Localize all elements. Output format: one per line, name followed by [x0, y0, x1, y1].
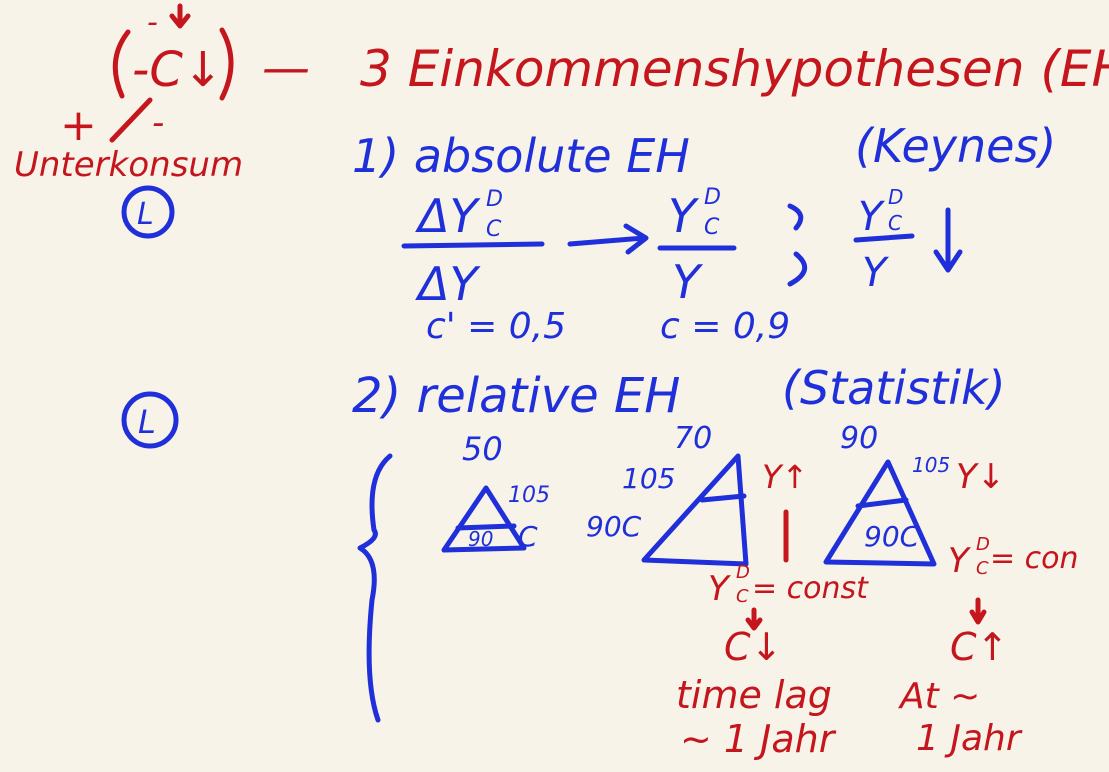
frac1-superscript: D	[486, 187, 503, 212]
section1-author: (Keynes)	[855, 119, 1056, 173]
tri2-note-jahr: ~ 1 Jahr	[680, 717, 837, 761]
connector-line	[109, 97, 153, 143]
tri3-eq-con: = con	[990, 541, 1079, 576]
c-value: c = 0,9	[660, 306, 790, 347]
tri3-top-label: 90	[840, 421, 878, 456]
c-down-label: -C↓	[132, 42, 223, 98]
tri2-y-up: Y↑	[762, 458, 808, 496]
tri2-eq-sub: C	[736, 586, 749, 607]
arrow-right-icon	[567, 223, 649, 255]
down-arrow-icon	[169, 3, 191, 29]
tri3-note-jahr: 1 Jahr	[916, 718, 1023, 759]
left-brace	[357, 453, 393, 723]
tri2-left-bottom-label: 90C	[586, 510, 642, 543]
tri3-y-down: Y↓	[956, 457, 1005, 497]
tri2-left-top-label: 105	[622, 462, 675, 495]
minus-sign: -	[152, 103, 164, 143]
tri2-eq-sup: D	[736, 562, 750, 583]
frac3-numerator: Y	[858, 194, 886, 240]
tri2-eq-const: = const	[752, 571, 869, 606]
tri3-eq-y: Y	[948, 541, 971, 581]
frac2-denominator: Y	[672, 255, 704, 309]
left-paren	[112, 29, 131, 99]
marker-circle-1	[121, 185, 175, 239]
frac3-subscript: C	[888, 211, 902, 235]
frac1-numerator: ΔY	[415, 189, 481, 243]
tri1-inner-label: 90	[468, 527, 493, 551]
c-prime-value: c' = 0,5	[426, 306, 566, 347]
frac2-superscript: D	[704, 185, 721, 210]
down-arrow-icon	[933, 207, 963, 273]
tri3-eq-sub: C	[976, 558, 989, 579]
tri2-top-label: 70	[674, 421, 712, 456]
plus-sign: +	[60, 100, 97, 151]
section1-heading: 1) absolute EH	[352, 129, 690, 183]
marker-circle-2	[121, 391, 179, 449]
frac1-subscript: C	[486, 217, 502, 242]
down-arrow-icon	[969, 597, 987, 625]
frac3-superscript: D	[888, 185, 903, 209]
frac1-denominator: ΔY	[415, 257, 481, 311]
tri1-right-label: 105	[508, 483, 550, 508]
frac1-bar	[401, 241, 545, 249]
c-down-bracket: - -C↓	[112, 3, 234, 101]
tri1-top-label: 50	[462, 430, 503, 468]
tri3-note-at: At ~	[898, 676, 980, 717]
down-arrow-icon	[745, 607, 763, 631]
tri3-inner-label: 90C	[864, 520, 920, 553]
triangle-2	[641, 453, 749, 567]
title-einkommenshypothesen: 3 Einkommenshypothesen (EH)	[360, 40, 1109, 98]
tri2-note-time-lag: time lag	[676, 673, 832, 717]
section2-heading: 2) relative EH	[352, 368, 680, 424]
tri3-eq-sup: D	[976, 534, 990, 555]
tri3-divider	[855, 497, 909, 509]
right-paren	[219, 27, 234, 101]
marker-2-label: L	[138, 403, 156, 441]
tri1-c-label: C	[518, 520, 538, 553]
frac3-bar	[853, 233, 915, 243]
tri2-eq-y: Y	[708, 569, 731, 609]
unterkonsum-label: Unterkonsum	[14, 145, 243, 185]
dash: —	[262, 40, 310, 96]
tri3-right-label: 105	[912, 453, 950, 477]
right-brace	[787, 203, 808, 287]
triangle-3	[823, 459, 937, 567]
tri3-c-up: C↑	[950, 625, 1008, 669]
frac3-denominator: Y	[862, 250, 890, 296]
section2-author: (Statistik)	[782, 361, 1006, 415]
minus-sign-top: -	[147, 5, 158, 40]
triangle-1	[441, 485, 527, 553]
marker-1-label: L	[137, 197, 154, 232]
frac2-subscript: C	[704, 215, 720, 240]
tri2-c-down: C↓	[724, 625, 782, 669]
frac2-numerator: Y	[668, 189, 700, 243]
tri2-divider	[699, 493, 747, 503]
tri1-divider	[455, 523, 517, 531]
